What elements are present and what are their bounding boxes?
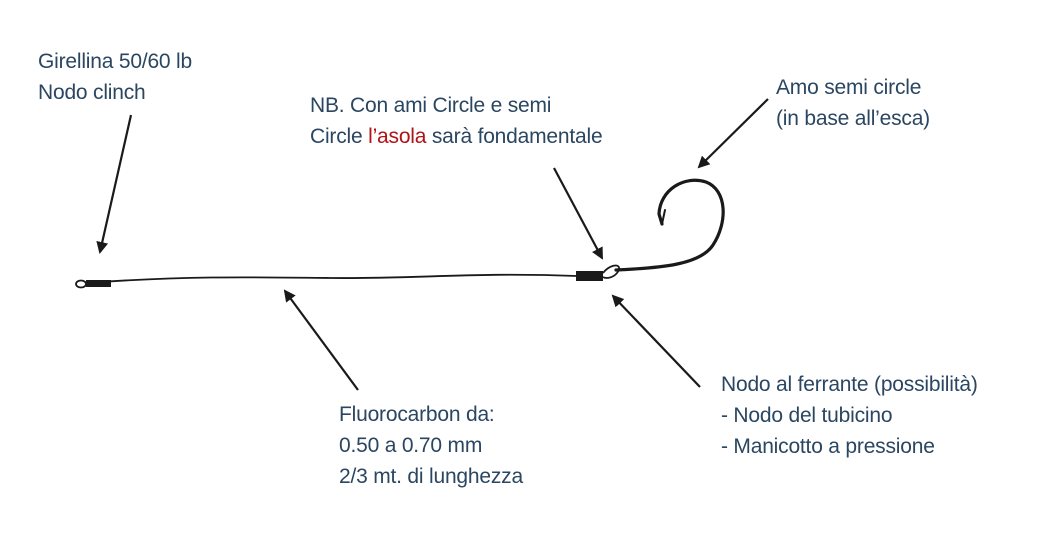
- fluorocarbon-label-line2: 0.50 a 0.70 mm: [339, 434, 483, 457]
- semi-circle-hook-icon: [614, 178, 725, 272]
- fluorocarbon-label-line1: Fluorocarbon da:: [339, 403, 495, 426]
- swivel-label-line1: Girellina 50/60 lb: [38, 50, 192, 73]
- arrow-hook: [697, 98, 769, 169]
- arrow-swivel: [96, 114, 133, 254]
- fluorocarbon-label: Fluorocarbon da: 0.50 a 0.70 mm 2/3 mt. …: [339, 399, 523, 492]
- arrow-note: [553, 167, 603, 260]
- fluorocarbon-leader-line: [85, 273, 578, 284]
- swivel-label: Girellina 50/60 lb Nodo clinch: [38, 46, 192, 108]
- fluorocarbon-label-line3: 2/3 mt. di lunghezza: [339, 465, 523, 488]
- knot-label-line2: - Nodo del tubicino: [721, 404, 893, 427]
- hook-label-line1: Amo semi circle: [776, 76, 922, 99]
- arrow-knot: [611, 294, 701, 388]
- hook-barb-icon: [661, 209, 666, 225]
- knot-label-line3: - Manicotto a pressione: [721, 435, 935, 458]
- loop-note-line2: Circle l’asola sarà fondamentale: [310, 121, 603, 152]
- arrow-fluorocarbon: [283, 289, 359, 391]
- hook-label-line2: (in base all’esca): [776, 107, 930, 130]
- hook-label: Amo semi circle (in base all’esca): [776, 72, 930, 134]
- crimp-sleeve-icon: [576, 264, 620, 281]
- loop-note-line2-start: Circle: [310, 125, 369, 148]
- loop-note-highlight: l’asola: [368, 125, 427, 148]
- loop-note-line1: NB. Con ami Circle e semi: [310, 94, 552, 117]
- knot-label: Nodo al ferrante (possibilità) - Nodo de…: [721, 369, 978, 462]
- knot-label-line1: Nodo al ferrante (possibilità): [721, 373, 978, 396]
- loop-note-line2-end: sarà fondamentale: [426, 125, 603, 148]
- swivel-loop-icon: [75, 279, 111, 289]
- swivel-label-line2: Nodo clinch: [38, 81, 146, 104]
- loop-note-label: NB. Con ami Circle e semi Circle l’asola…: [310, 90, 603, 152]
